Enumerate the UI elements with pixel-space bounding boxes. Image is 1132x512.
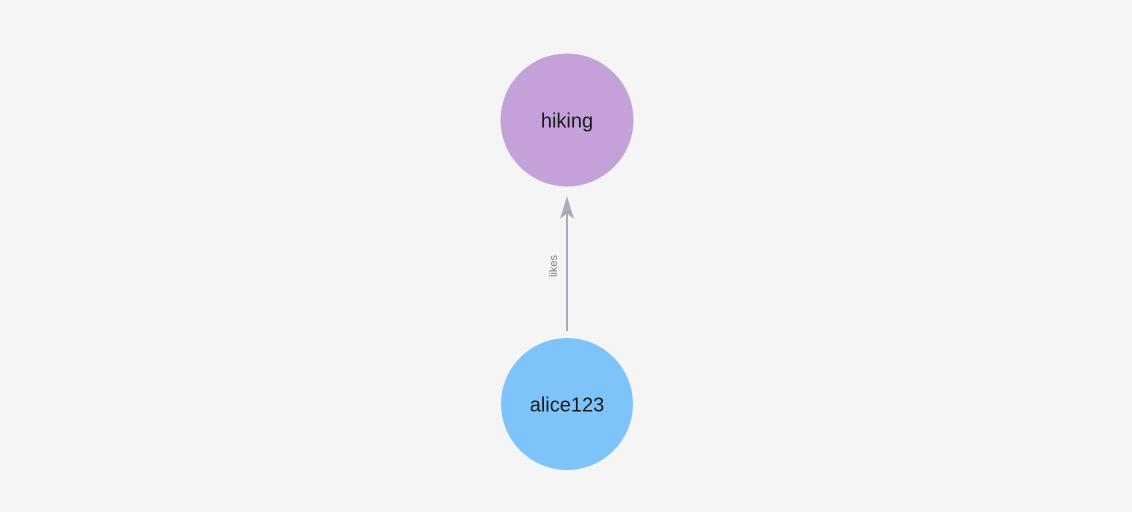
edge-arrowhead-icon [560,196,574,219]
node-hiking[interactable]: hiking [500,53,634,187]
node-alice123-circle[interactable] [501,338,633,470]
node-alice123-label: alice123 [530,394,605,416]
edge-alice123-likes-hiking[interactable]: likes [548,196,574,331]
edge-label: likes [548,255,560,278]
node-alice123[interactable]: alice123 [501,338,633,470]
node-hiking-circle[interactable] [500,53,634,187]
node-hiking-label: hiking [541,110,593,132]
